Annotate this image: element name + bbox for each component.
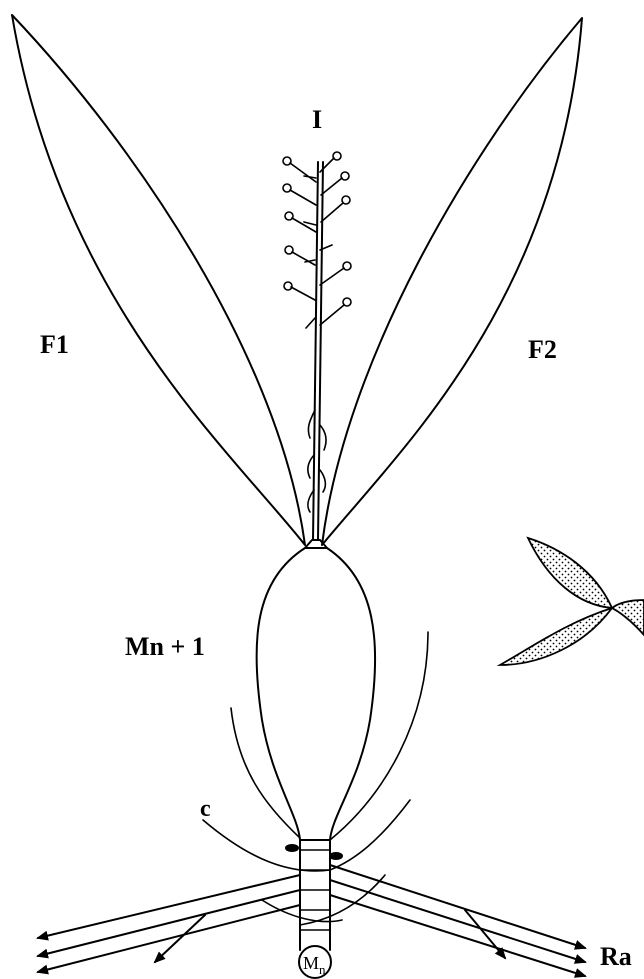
label-inflorescence: I xyxy=(312,105,322,134)
seedling-inset xyxy=(500,538,644,665)
label-mn1: Mn + 1 xyxy=(125,632,205,661)
collar xyxy=(305,540,327,548)
root-curve-right xyxy=(330,632,428,840)
internode-mn1 xyxy=(257,548,376,840)
metamer-label: Mn xyxy=(303,953,326,977)
leaf-f2 xyxy=(322,18,582,545)
label-c: c xyxy=(200,796,211,822)
base-stem xyxy=(285,840,343,950)
label-f2: F2 xyxy=(528,335,557,364)
label-ra: Ra xyxy=(600,942,632,971)
leaf-f1 xyxy=(12,15,305,545)
label-f1: F1 xyxy=(40,330,69,359)
root-curve-left xyxy=(231,708,300,838)
